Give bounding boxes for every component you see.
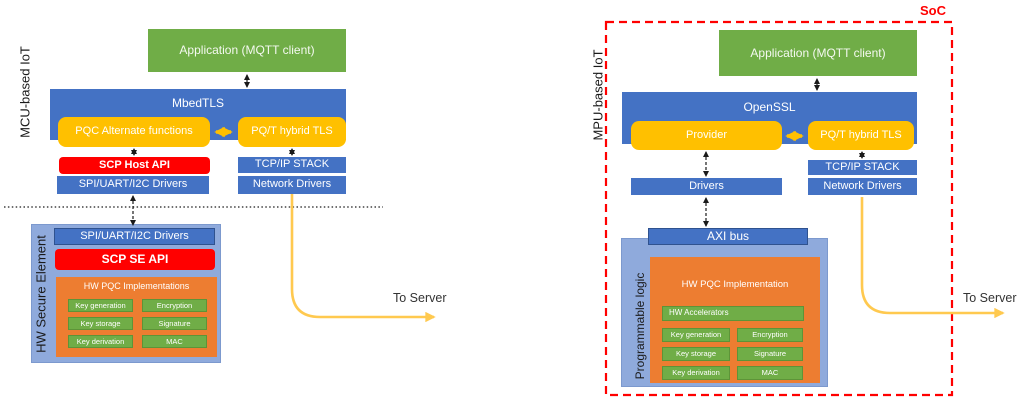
mcu-to-server-label: To Server (393, 291, 447, 305)
mpu-tcpip-stack-box: TCP/IP STACK (808, 160, 917, 175)
hw-pqc-implementation-box: HW PQC Implementation HW Accelerators Ke… (650, 257, 820, 383)
mcu-tcpip-stack-box: TCP/IP STACK (238, 157, 346, 173)
mpu-application-box: Application (MQTT client) (719, 30, 917, 76)
hw-pqc-implementations-title: HW PQC Implementations (83, 281, 190, 291)
scp-se-api-box: SCP SE API (55, 249, 215, 270)
pqc-alternate-functions-box: PQC Alternate functions (58, 117, 210, 147)
se-spi-uart-i2c-drivers-box: SPI/UART/I2C Drivers (54, 228, 215, 245)
soc-label: SoC (920, 3, 946, 18)
mpu-frame-label: MPU-based IoT (590, 49, 606, 141)
programmable-logic-label: Programmable logic (633, 272, 647, 380)
pl-cell-key-derivation: Key derivation (662, 366, 730, 380)
mpu-network-drivers-box: Network Drivers (808, 178, 917, 195)
hw-pqc-implementations-box: HW PQC Implementations Key generation En… (56, 277, 217, 357)
pl-cell-mac: MAC (737, 366, 803, 380)
pl-cell-key-storage: Key storage (662, 347, 730, 361)
hw-accelerators-box: HW Accelerators (662, 306, 804, 321)
se-cell-signature: Signature (142, 317, 207, 330)
se-cell-key-storage: Key storage (68, 317, 133, 330)
openssl-label: OpenSSL (743, 100, 796, 114)
scp-host-api-box: SCP Host API (59, 157, 210, 174)
hw-secure-element-label: HW Secure Element (33, 235, 49, 353)
se-cell-encryption: Encryption (142, 299, 207, 312)
mpu-pqt-hybrid-tls-box: PQ/T hybrid TLS (808, 121, 914, 150)
mbedtls-label: MbedTLS (171, 96, 225, 110)
axi-bus-box: AXI bus (648, 228, 808, 245)
mcu-application-box: Application (MQTT client) (148, 29, 346, 72)
hw-pqc-implementation-title: HW PQC Implementation (681, 279, 789, 290)
mcu-spi-uart-i2c-drivers-box: SPI/UART/I2C Drivers (57, 176, 209, 194)
provider-box: Provider (631, 121, 782, 150)
drivers-box: Drivers (631, 178, 782, 195)
pl-cell-signature: Signature (737, 347, 803, 361)
mcu-frame-label: MCU-based IoT (17, 46, 33, 138)
mcu-network-drivers-box: Network Drivers (238, 176, 346, 194)
mcu-pqt-hybrid-tls-box: PQ/T hybrid TLS (238, 117, 346, 147)
se-cell-key-derivation: Key derivation (68, 335, 133, 348)
mpu-to-server-label: To Server (963, 291, 1017, 305)
se-cell-mac: MAC (142, 335, 207, 348)
pl-cell-encryption: Encryption (737, 328, 803, 342)
se-cell-key-generation: Key generation (68, 299, 133, 312)
pl-cell-key-generation: Key generation (662, 328, 730, 342)
